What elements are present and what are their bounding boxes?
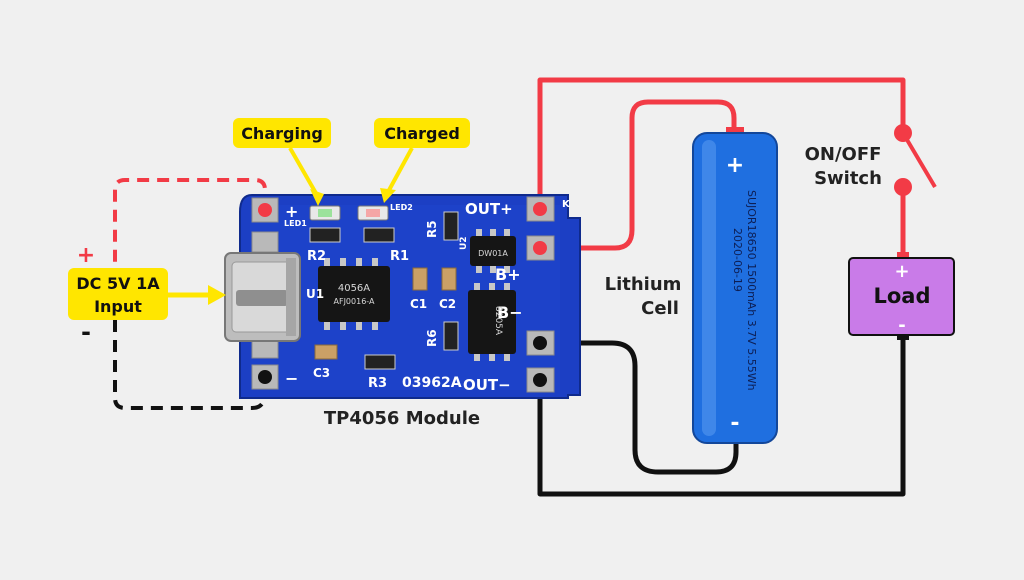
resistor-r6: [443, 321, 459, 351]
pcb-out-minus-label: OUT−: [463, 376, 511, 394]
lithium-battery: + - SUJOR18650 1500mAh 3.7V 5.55Wh 2020-…: [692, 127, 778, 444]
pcb-u2-label: U2: [459, 236, 469, 250]
switch-contact-bottom: [894, 178, 912, 196]
input-plus-symbol: +: [77, 243, 95, 268]
load-minus-symbol: -: [898, 315, 905, 336]
pcb-r5-label: R5: [425, 220, 439, 238]
pcb-out-plus-label: OUT+: [465, 200, 513, 218]
chip-8205a: [468, 283, 516, 361]
resistor-r3: [364, 354, 396, 370]
chip2-text: DW01A: [478, 249, 508, 258]
resistor-r5: [443, 211, 459, 241]
pcb-k-label: K: [562, 199, 571, 210]
load-terminal-bottom: [897, 334, 909, 340]
charged-callout: Charged: [374, 118, 470, 203]
pcb-c1-label: C1: [410, 297, 427, 311]
pcb-b-minus-label: B−: [497, 303, 523, 322]
chip1-text-line1: 4056A: [338, 283, 370, 294]
switch-label-line1: ON/OFF: [805, 144, 882, 165]
input-label-line1: DC 5V 1A: [76, 274, 160, 293]
cell-label-line1: Lithium: [605, 274, 682, 295]
pcb-minus-label: −: [285, 369, 298, 388]
pcb-led1-label: LED1: [284, 219, 307, 228]
led2-window: [366, 209, 380, 217]
battery-print-line1: SUJOR18650 1500mAh 3.7V 5.55Wh: [745, 190, 758, 391]
pcb-c2-label: C2: [439, 297, 456, 311]
load-terminal-top: [897, 252, 909, 260]
pcb-b-plus-label: B+: [495, 265, 521, 284]
pcb-r3-label: R3: [368, 376, 387, 391]
tp4056-module: OUT+ B+ B− OUT− + − K LED1 LED2 R2 R1 R5…: [224, 194, 581, 399]
pcb-r1-label: R1: [390, 249, 409, 264]
charging-label: Charging: [241, 124, 323, 143]
capacitor-c1: [412, 267, 428, 291]
pcb-r2-label: R2: [307, 249, 326, 264]
led1-window: [318, 209, 332, 217]
module-label: TP4056 Module: [324, 408, 480, 429]
charging-callout: Charging: [233, 118, 331, 206]
charged-label: Charged: [384, 124, 460, 143]
pcb-board-code: 03962A: [402, 375, 462, 391]
pcb-r6-label: R6: [425, 329, 439, 347]
pcb-plus-label: +: [285, 202, 298, 221]
switch-lever: [901, 131, 937, 189]
pcb-u1-label: U1: [306, 287, 324, 301]
resistor-r2: [309, 227, 341, 243]
pcb-led2-label: LED2: [390, 203, 413, 212]
load-label: Load: [873, 284, 930, 308]
wire-b-plus-to-battery: [545, 99, 737, 251]
pad-out-plus-hole: [533, 202, 547, 216]
pad-out-minus-hole: [533, 373, 547, 387]
chip-dw01a: [470, 229, 516, 273]
wire-b-minus-to-battery: [540, 340, 739, 475]
pad-input-plus-hole: [258, 203, 272, 217]
input-callout: DC 5V 1A Input: [68, 268, 226, 320]
battery-print-line2: 2020-06-19: [731, 228, 744, 292]
wire-out-plus-to-switch: [537, 77, 906, 205]
input-label-line2: Input: [94, 297, 142, 316]
battery-minus-symbol: -: [730, 411, 739, 436]
pad-input-minus-hole: [258, 370, 272, 384]
on-off-switch: [894, 124, 937, 196]
pad-b-plus-hole: [533, 241, 547, 255]
capacitor-c2: [441, 267, 457, 291]
resistor-r1: [363, 227, 395, 243]
micro-usb-connector: [224, 252, 301, 342]
battery-terminal-top: [726, 127, 744, 135]
wire-input-minus-dashed: [113, 320, 266, 410]
cell-label-line2: Cell: [641, 298, 679, 319]
pad-b-minus-hole: [533, 336, 547, 350]
load-plus-symbol: +: [894, 261, 909, 282]
battery-highlight: [702, 140, 716, 436]
battery-plus-symbol: +: [726, 153, 744, 178]
chip1-text-line2: AFJ0016-A: [334, 297, 376, 306]
pad-mid-left-top: [251, 231, 279, 253]
load-box: + Load -: [848, 252, 955, 340]
wire-input-plus-dashed: [113, 178, 267, 268]
wire-out-minus-to-load: [537, 335, 906, 497]
chip-tp4056: [318, 258, 390, 330]
input-minus-symbol: -: [81, 318, 91, 346]
switch-label-line2: Switch: [814, 168, 882, 189]
pcb-c3-label: C3: [313, 366, 330, 380]
chip3-text: 8205A: [493, 306, 503, 336]
capacitor-c3: [314, 344, 338, 360]
